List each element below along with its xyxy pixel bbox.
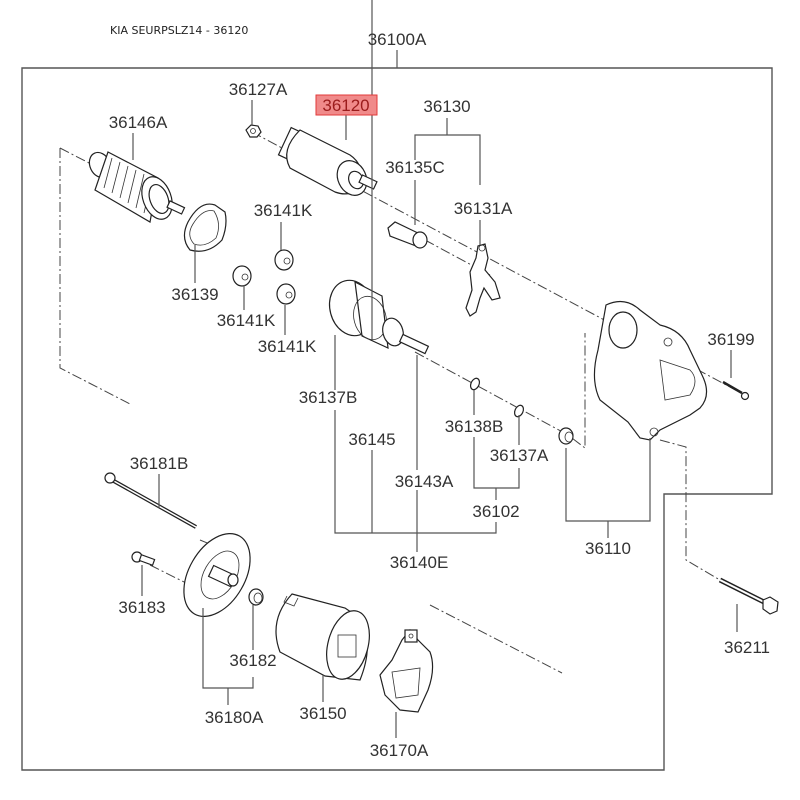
label-36141K-top[interactable]: 36141K bbox=[254, 201, 313, 220]
part-bushing-36182[interactable] bbox=[248, 588, 264, 606]
label-36150[interactable]: 36150 bbox=[299, 704, 346, 723]
part-solenoid-36120[interactable] bbox=[277, 126, 378, 201]
leader-lines bbox=[132, 0, 738, 738]
assembly-frame bbox=[21, 67, 773, 771]
part-gear-36141K-3[interactable] bbox=[276, 283, 296, 305]
label-36135C[interactable]: 36135C bbox=[385, 158, 445, 177]
label-36130[interactable]: 36130 bbox=[423, 97, 470, 116]
label-36140E[interactable]: 36140E bbox=[390, 553, 449, 572]
label-36131A[interactable]: 36131A bbox=[454, 199, 513, 218]
part-screw-36199[interactable] bbox=[722, 380, 750, 401]
label-36211[interactable]: 36211 bbox=[724, 638, 770, 657]
label-36180A[interactable]: 36180A bbox=[205, 708, 264, 727]
label-36143A[interactable]: 36143A bbox=[395, 472, 454, 491]
label-36182[interactable]: 36182 bbox=[229, 651, 276, 670]
part-lever-36131A[interactable] bbox=[465, 243, 501, 317]
part-bushing-36110[interactable] bbox=[558, 427, 574, 445]
part-armature-36146A[interactable] bbox=[85, 149, 186, 223]
highlight-box-36120 bbox=[315, 94, 378, 116]
label-36120-highlighted[interactable]: 36120 bbox=[322, 96, 369, 115]
part-nut-36127A[interactable] bbox=[245, 124, 262, 138]
label-36199[interactable]: 36199 bbox=[707, 330, 754, 349]
part-shaft-36143A[interactable] bbox=[398, 333, 430, 355]
part-brush-holder-36170A[interactable] bbox=[379, 629, 434, 713]
part-ring-36137A[interactable] bbox=[513, 404, 525, 418]
part-rear-cover-36180A[interactable] bbox=[170, 522, 263, 628]
label-36102[interactable]: 36102 bbox=[472, 502, 519, 521]
label-36110[interactable]: 36110 bbox=[585, 539, 631, 558]
label-36141K-left[interactable]: 36141K bbox=[217, 311, 276, 330]
part-plunger-36135C[interactable] bbox=[387, 221, 428, 249]
label-36146A[interactable]: 36146A bbox=[109, 113, 168, 132]
label-36138B[interactable]: 36138B bbox=[445, 417, 504, 436]
label-36183[interactable]: 36183 bbox=[118, 598, 165, 617]
label-36137A[interactable]: 36137A bbox=[490, 446, 549, 465]
part-clutch-36137B[interactable] bbox=[324, 275, 392, 349]
part-gear-36141K-2[interactable] bbox=[232, 265, 252, 287]
label-36127A[interactable]: 36127A bbox=[229, 80, 288, 99]
label-36139[interactable]: 36139 bbox=[171, 285, 218, 304]
part-bolt-36181B[interactable] bbox=[104, 472, 197, 529]
part-bolt-36211[interactable] bbox=[718, 577, 779, 615]
part-ring-36138B[interactable] bbox=[469, 377, 481, 391]
diagram-caption: KIA SEURPSLZ14 - 36120 bbox=[110, 24, 249, 37]
part-yoke-36150[interactable] bbox=[275, 593, 376, 684]
label-36100A[interactable]: 36100A bbox=[368, 30, 427, 49]
part-front-housing-36110[interactable] bbox=[593, 300, 708, 441]
label-36170A[interactable]: 36170A bbox=[370, 741, 429, 760]
part-gear-36141K-1[interactable] bbox=[274, 249, 294, 271]
part-screw-36183[interactable] bbox=[131, 551, 156, 566]
part-pinion-36145[interactable] bbox=[380, 316, 407, 348]
label-36145[interactable]: 36145 bbox=[348, 430, 395, 449]
label-36141K-bottom[interactable]: 36141K bbox=[258, 337, 317, 356]
label-36137B[interactable]: 36137B bbox=[299, 388, 358, 407]
part-plate-36139[interactable] bbox=[183, 203, 227, 252]
label-36181B[interactable]: 36181B bbox=[130, 454, 189, 473]
